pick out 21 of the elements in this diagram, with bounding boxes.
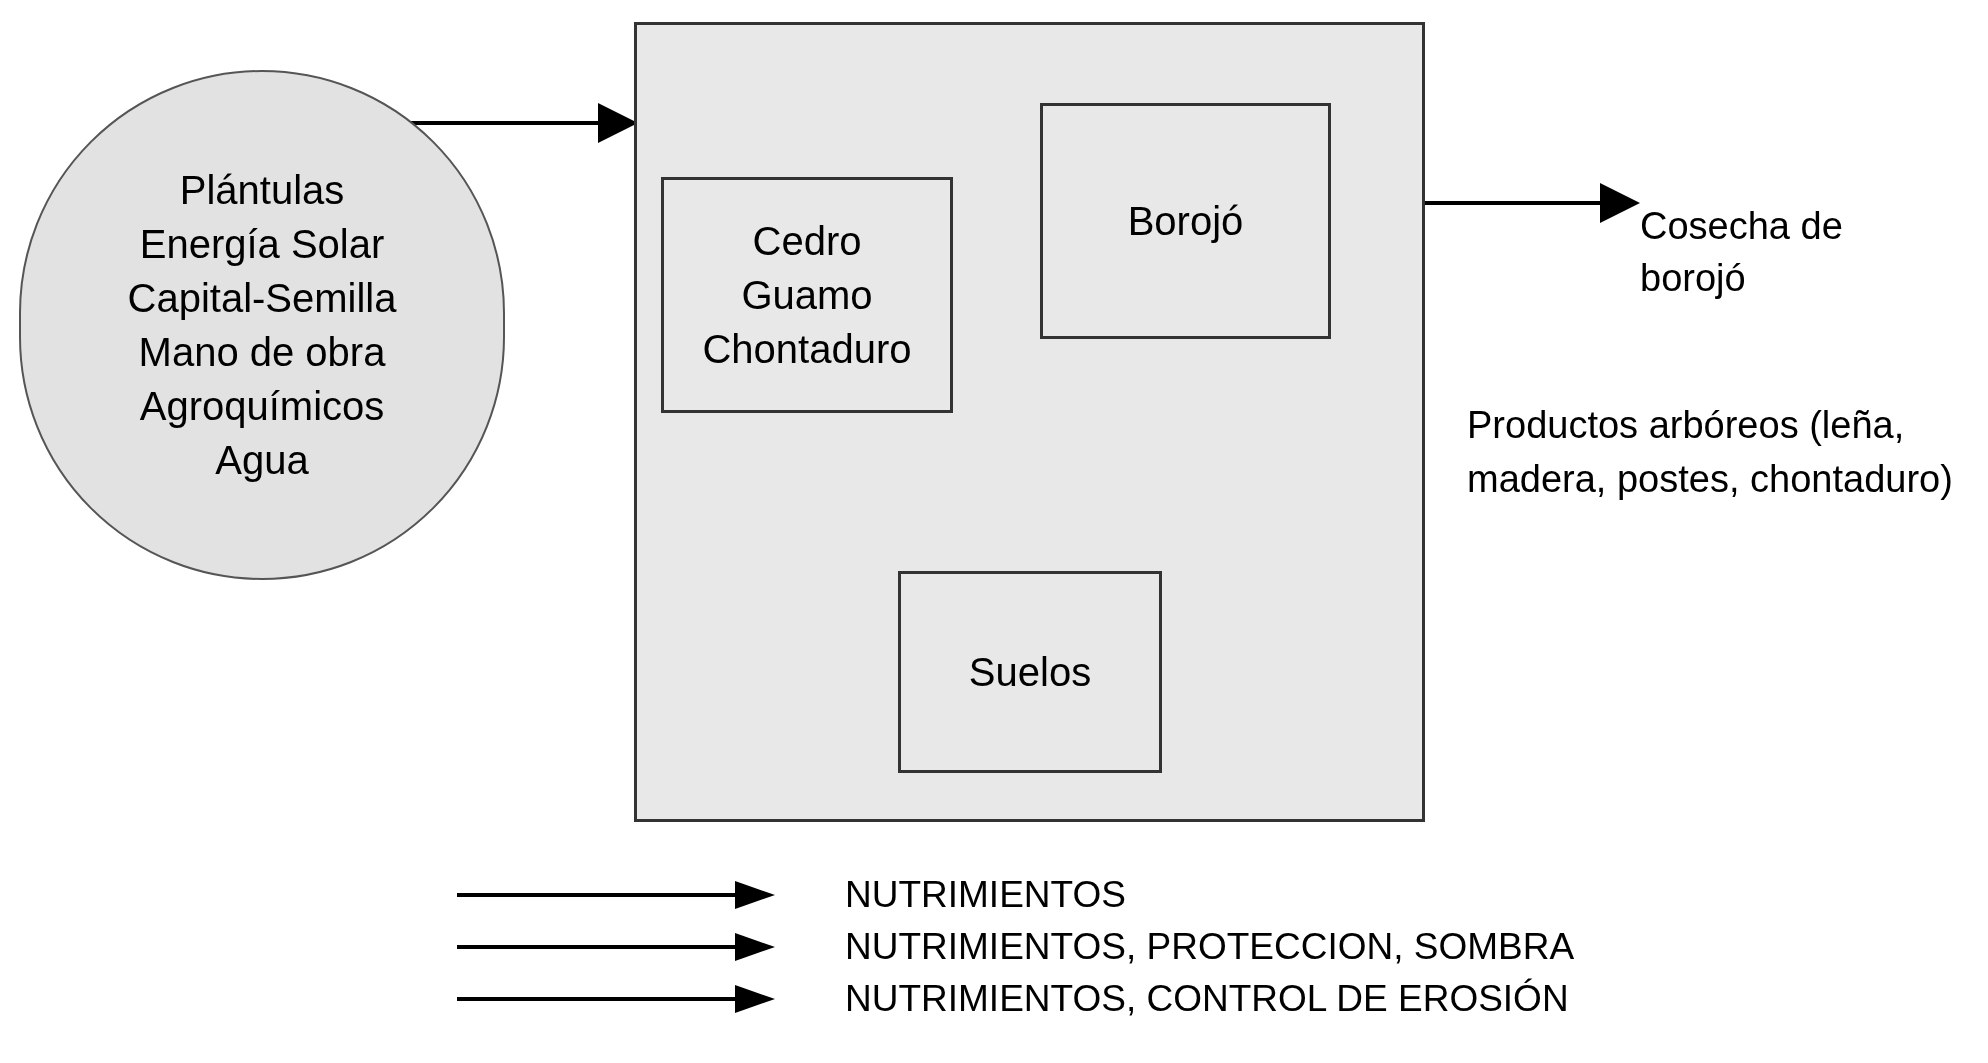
component-box	[661, 177, 953, 413]
node-label: Guamo	[741, 272, 873, 319]
node-label: Capital-Semilla	[127, 275, 397, 322]
node-label: Mano de obra	[138, 329, 386, 376]
output-label: Productos arbóreos (leña, madera, postes, chontaduro)	[1467, 403, 1954, 502]
arrow	[1425, 183, 1640, 223]
node-label: Agroquímicos	[139, 383, 385, 430]
node-label: Chontaduro	[702, 326, 912, 373]
node-label: Cedro	[752, 218, 862, 265]
component-box	[898, 571, 1162, 773]
legend-label: NUTRIMIENTOS, CONTROL DE EROSIÓN	[845, 977, 1569, 1021]
node-label: Plántulas	[179, 167, 345, 214]
legend-label: NUTRIMIENTOS	[845, 873, 1126, 917]
system-box	[634, 22, 1425, 822]
legend-label: NUTRIMIENTOS, PROTECCION, SOMBRA	[845, 925, 1575, 969]
node-label: Borojó	[1127, 198, 1244, 245]
output-text: Cosecha de borojó	[1640, 200, 1910, 320]
node-label: Energía Solar	[139, 221, 385, 268]
node-label: Agua	[215, 437, 309, 484]
node-label: Suelos	[968, 649, 1092, 696]
component-box	[1040, 103, 1331, 339]
